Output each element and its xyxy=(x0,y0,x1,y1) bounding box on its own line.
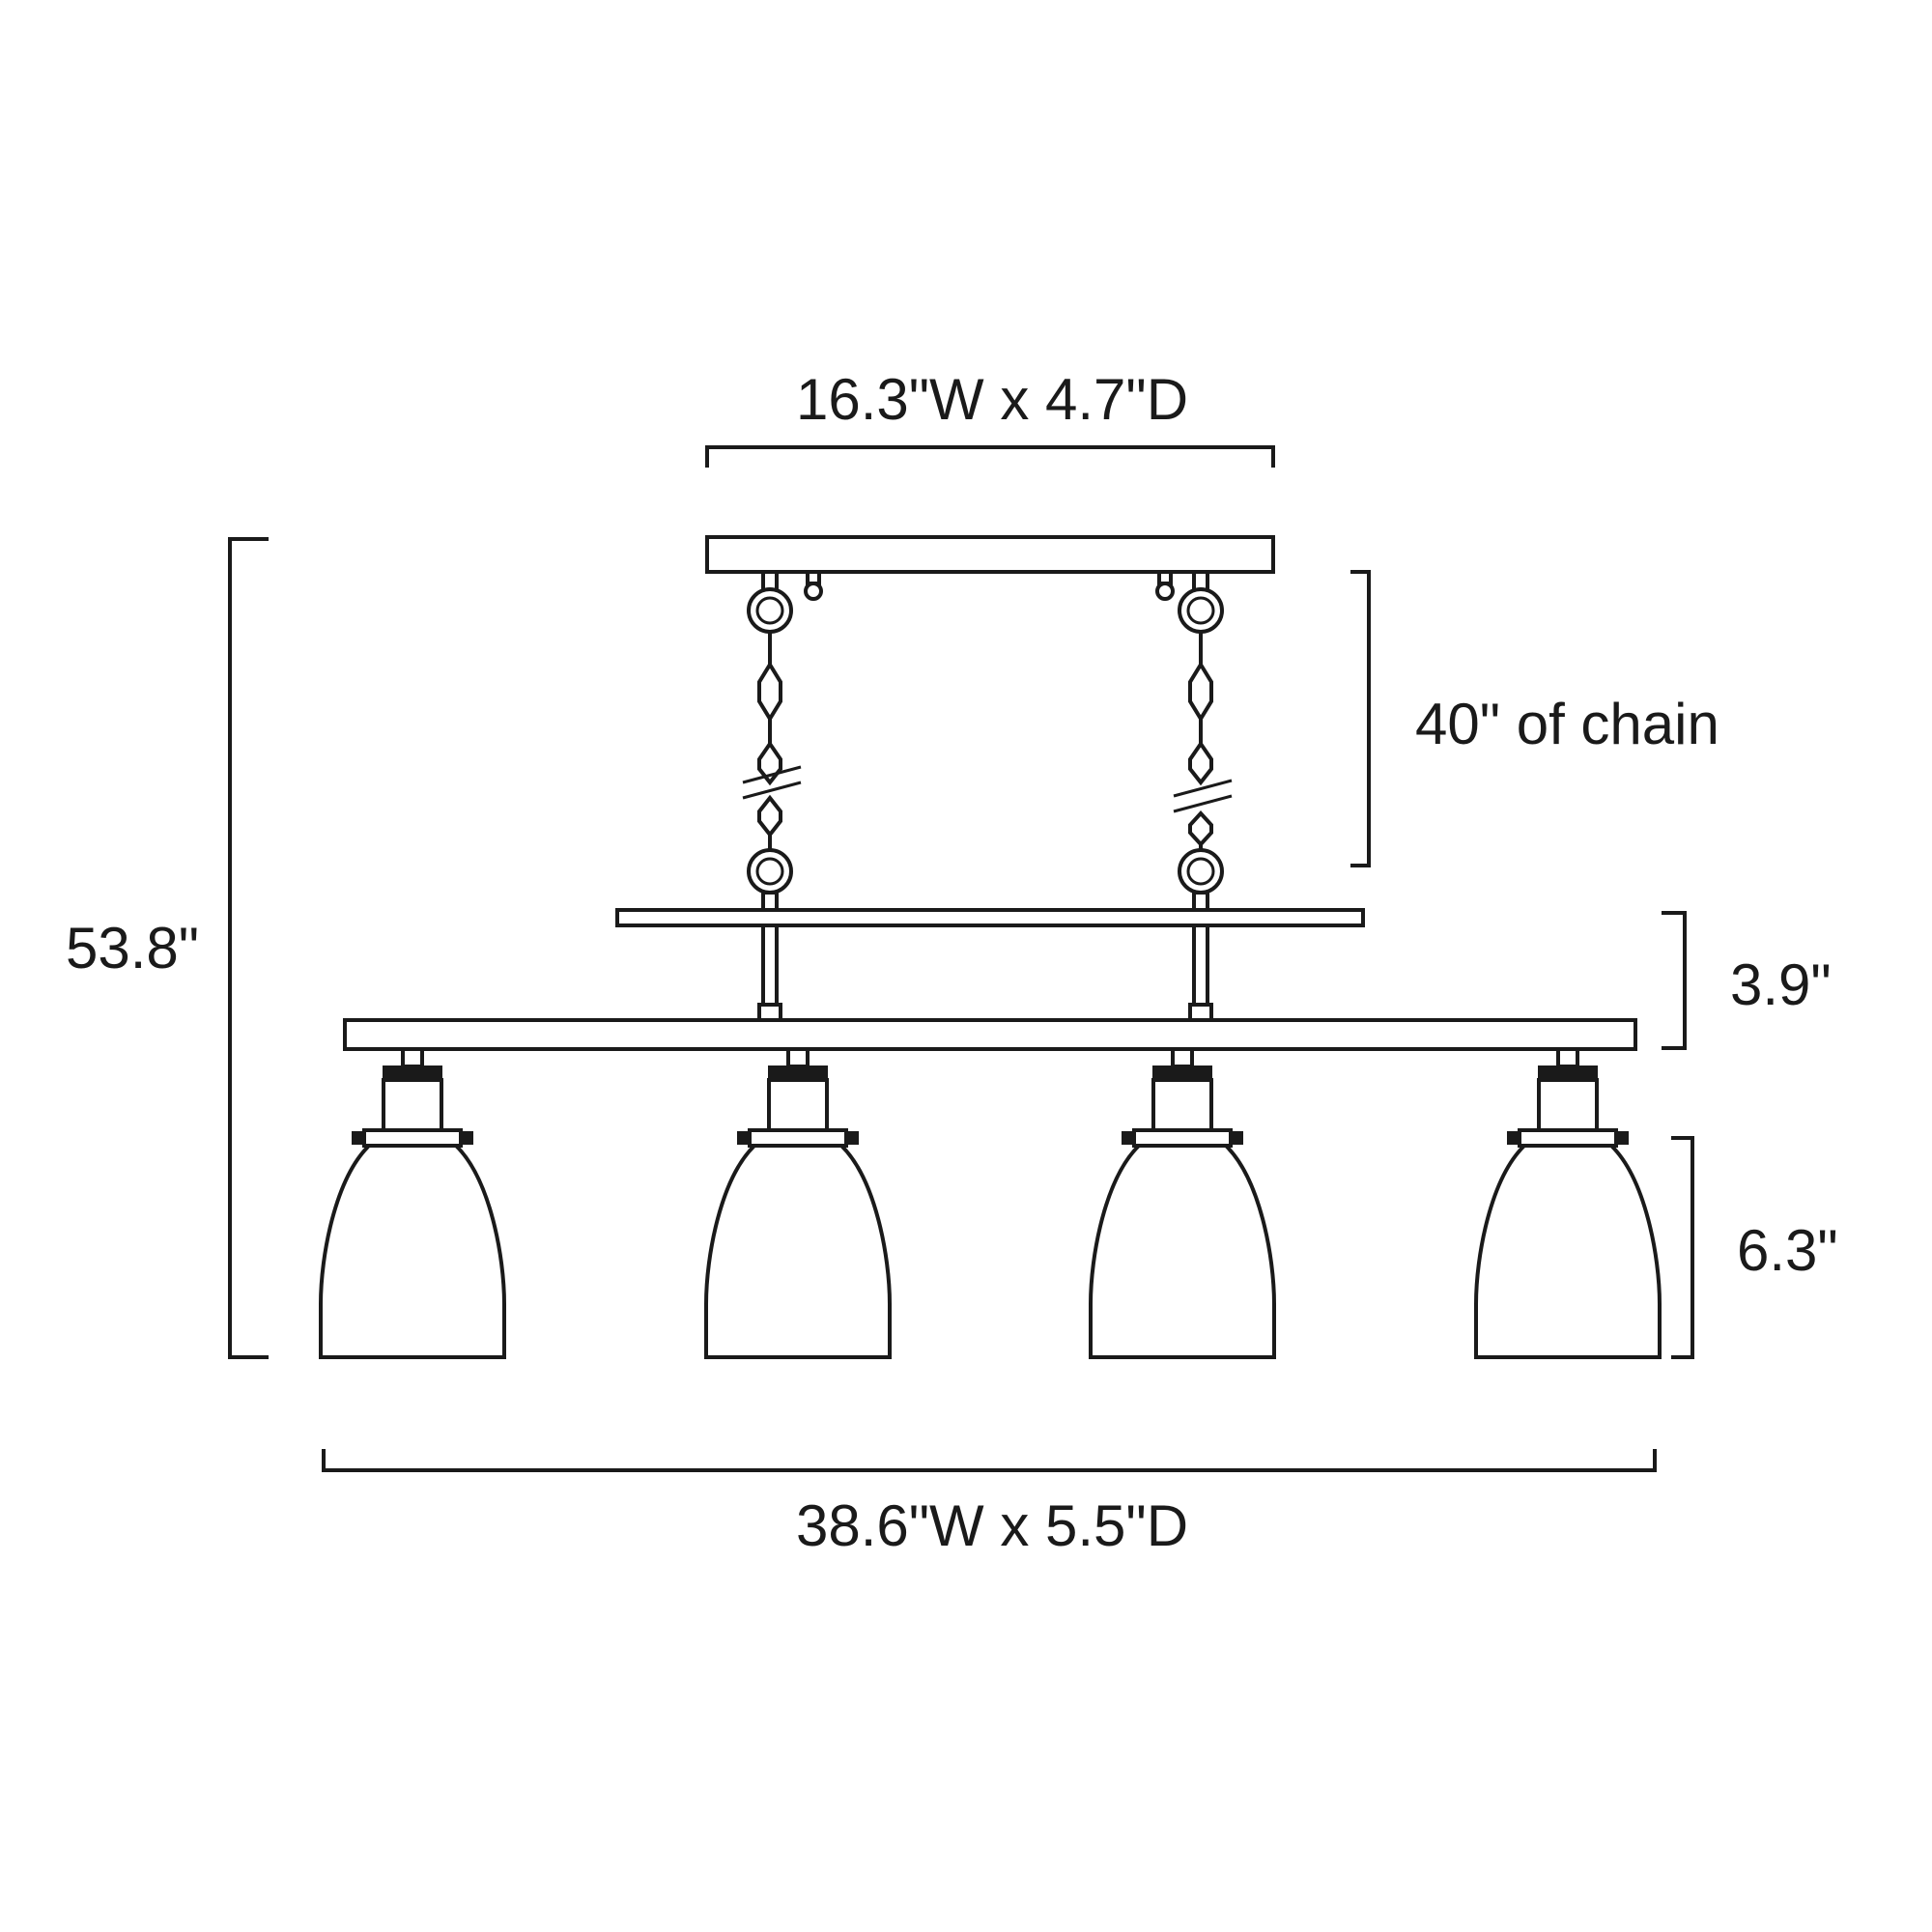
fixture-dimension-label: 38.6"W x 5.5"D xyxy=(796,1493,1188,1558)
shade-height-label: 6.3" xyxy=(1737,1218,1838,1283)
body-height-label: 3.9" xyxy=(1730,952,1832,1017)
fixture-width-bracket xyxy=(322,1449,1657,1472)
shade-2 xyxy=(704,1047,892,1359)
shade-3 xyxy=(1089,1047,1276,1359)
overall-height-label: 53.8" xyxy=(66,916,199,980)
canopy-screw-left xyxy=(804,570,823,601)
chain-left xyxy=(742,570,802,912)
chain-length-bracket xyxy=(1350,570,1371,867)
main-bar xyxy=(343,1018,1637,1051)
body-height-bracket xyxy=(1662,911,1687,1050)
chain-right xyxy=(1173,570,1233,912)
shade-1 xyxy=(319,1047,506,1359)
rod-left xyxy=(757,923,782,1022)
shade-height-bracket xyxy=(1671,1136,1694,1359)
shade-4 xyxy=(1474,1047,1662,1359)
upper-bar xyxy=(615,908,1365,927)
canopy-dimension-label: 16.3"W x 4.7"D xyxy=(796,367,1188,432)
canopy-width-bracket xyxy=(705,445,1275,468)
canopy-plate xyxy=(705,535,1275,574)
overall-height-bracket xyxy=(228,537,269,1359)
rod-right xyxy=(1188,923,1213,1022)
chain-length-label: 40" of chain xyxy=(1415,692,1719,756)
canopy-screw-right xyxy=(1155,570,1175,601)
